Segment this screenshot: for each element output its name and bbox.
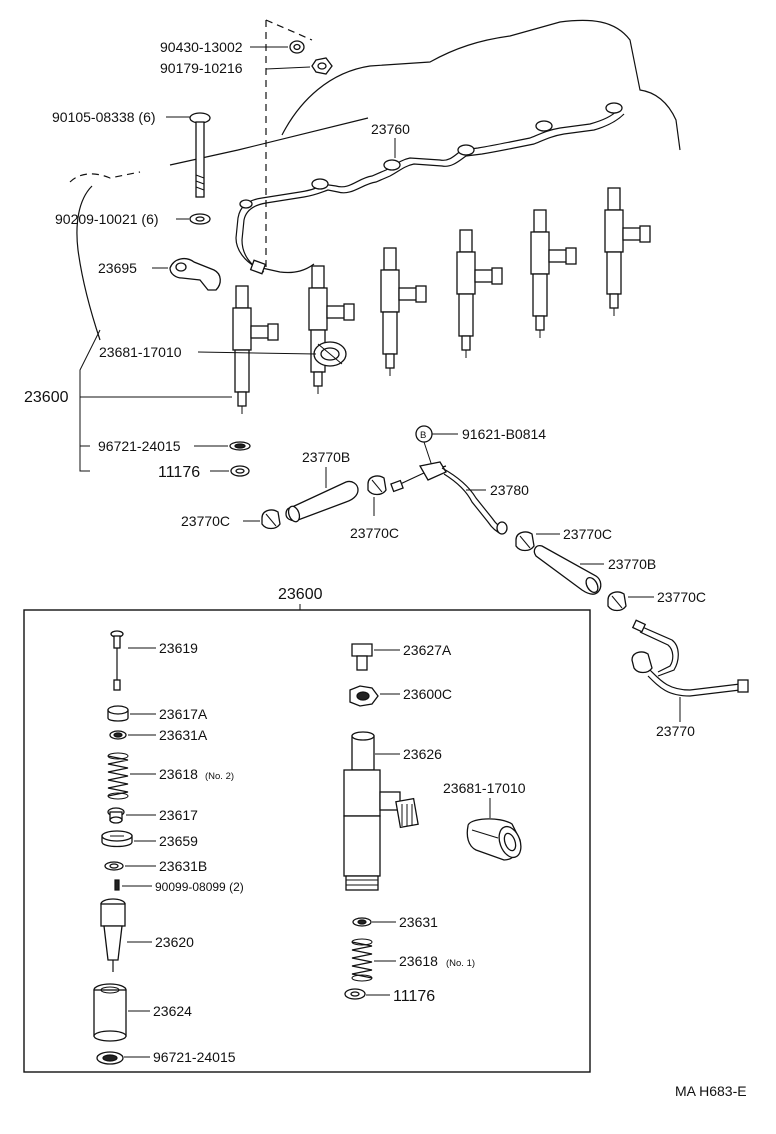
label-90430-13002: 90430-13002 [160,39,243,55]
holder-seat-23681 [313,341,347,367]
label-11176-top: 11176 [158,464,200,481]
retaining-nut-23624 [93,983,127,1042]
marker-b-text: B [420,430,426,441]
washer-23631 [352,917,372,927]
label-90179-10216: 90179-10216 [160,60,243,76]
label-90105-08338: 90105-08338 (6) [52,109,156,125]
label-23770: 23770 [656,723,695,739]
label-96721-24015-top: 96721-24015 [98,438,181,454]
label-23770B-right: 23770B [608,556,656,572]
label-23631B: 23631B [159,858,207,874]
washer-23631A [109,730,127,740]
diagram-code: MA H683-E [675,1083,747,1099]
washer-23631B [104,861,124,871]
label-23626: 23626 [403,746,442,762]
injector-3 [380,247,427,376]
label-90209-10021: 90209-10021 (6) [55,211,159,227]
label-23600C: 23600C [403,686,452,702]
label-23600-left: 23600 [24,389,69,406]
clip-23770C-left [261,509,281,530]
shim-23617 [107,807,125,824]
marker-b: B [415,425,433,443]
label-23780: 23780 [490,482,529,498]
label-23618-no2-note: (No. 2) [205,771,234,782]
injector-2 [308,265,355,394]
nozzle-23620 [100,898,126,972]
washer-11176-top [230,465,250,477]
washer-90209 [189,213,211,225]
pressure-pin-23619 [110,630,124,691]
bolt-90105 [189,112,211,198]
washer-11176-box [344,988,366,1000]
union-23780 [390,461,508,535]
label-23695: 23695 [98,260,137,276]
injector-1 [232,285,279,414]
gasket-96721-top [229,441,251,451]
leakage-pipe-23760 [235,102,625,275]
detail-box-23600 [23,609,591,1073]
label-23618-no1: 23618 [399,953,438,969]
holder-body-23626 [343,731,419,891]
nut-23600C [349,685,379,707]
injector-5 [530,209,577,338]
shim-23617A [107,705,129,722]
label-23600-box: 23600 [278,586,323,603]
adjusting-screw-23627A [351,643,373,671]
label-23681-17010-box: 23681-17010 [443,780,526,796]
label-11176-box: 11176 [393,988,435,1005]
label-91621-B0814: 91621-B0814 [462,426,546,442]
nut-90179 [311,57,333,75]
label-23681-17010-top: 23681-17010 [99,344,182,360]
injector-4 [456,229,503,358]
label-23631A: 23631A [159,727,208,743]
label-23760: 23760 [371,121,410,137]
label-23770B-top: 23770B [302,449,350,465]
holder-seat-23681-box [466,818,522,861]
clamp-23695 [169,257,221,291]
label-23619: 23619 [159,640,198,656]
label-23770C-right2: 23770C [657,589,706,605]
injector-row [232,187,651,414]
label-23618-no2: 23618 [159,766,198,782]
injector-6 [604,187,651,316]
label-23659: 23659 [159,833,198,849]
washer-90430 [289,40,305,54]
label-23617A: 23617A [159,706,208,722]
label-23617: 23617 [159,807,198,823]
label-23620: 23620 [155,934,194,950]
engine-outline [69,19,681,341]
label-23770C-mid: 23770C [350,525,399,541]
hose-23770B-right [533,544,602,595]
label-23770C-right1: 23770C [563,526,612,542]
pipe-23770 [631,619,749,697]
label-23770C-left: 23770C [181,513,230,529]
clip-23770C-right1 [515,531,535,552]
spacer-23659 [101,830,133,848]
hose-23770B-top [285,480,359,523]
gasket-96721-box [96,1051,124,1065]
label-23618-no1-note: (No. 1) [446,958,475,969]
label-23624: 23624 [153,1003,192,1019]
spring-23618-no1 [351,938,373,982]
label-90099-08099: 90099-08099 (2) [155,880,244,894]
label-23631: 23631 [399,914,438,930]
pin-90099 [114,879,120,891]
label-23627A: 23627A [403,642,452,658]
spring-23618-no2 [107,752,129,800]
clip-23770C-mid [367,475,387,496]
label-96721-24015-box: 96721-24015 [153,1049,236,1065]
clip-23770C-right2 [607,591,627,612]
